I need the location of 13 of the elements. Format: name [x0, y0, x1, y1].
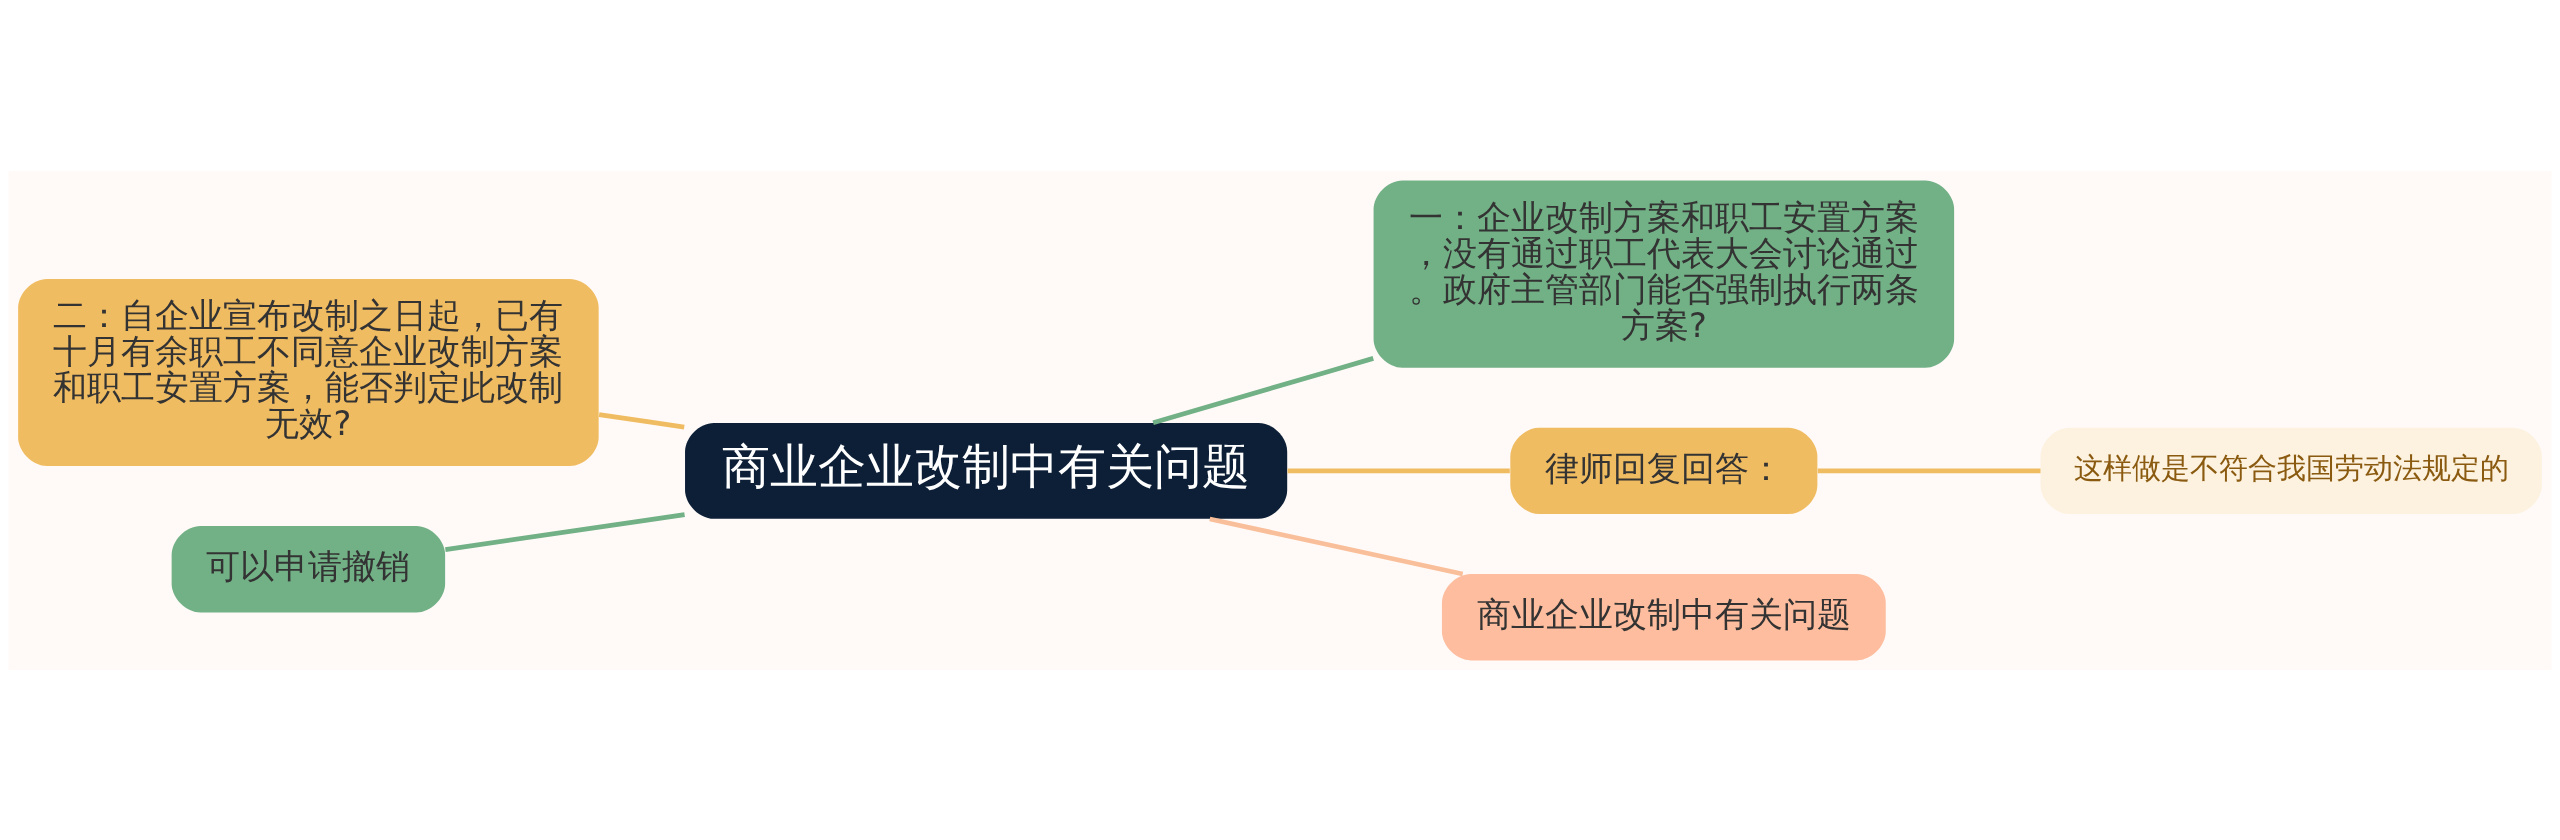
connector: [1817, 468, 2041, 473]
connector: [1287, 468, 1510, 473]
connector: [445, 511, 685, 552]
connector: [1152, 355, 1374, 425]
node-box: 律师回复回答：: [1510, 427, 1818, 514]
node-box: 商业企业改制中有关问题: [1441, 573, 1886, 660]
connector: [1209, 516, 1464, 576]
connector: [598, 411, 685, 429]
node-box: 一：企业改制方案和职工安置方案，没有通过职工代表大会讨论通过。政府主管部门能否强制执行两条方案?: [1373, 180, 1955, 368]
node-box: 二：自企业宣布改制之日起，已有十月有余职工不同意企业改制方案和职工安置方案，能否判定此改制无效?: [18, 278, 599, 466]
node-box: 这样做是不符合我国劳动法规定的: [2040, 427, 2542, 514]
node-box: 可以申请撤销: [171, 525, 446, 612]
node-box: 商业企业改制中有关问题: [685, 422, 1288, 519]
